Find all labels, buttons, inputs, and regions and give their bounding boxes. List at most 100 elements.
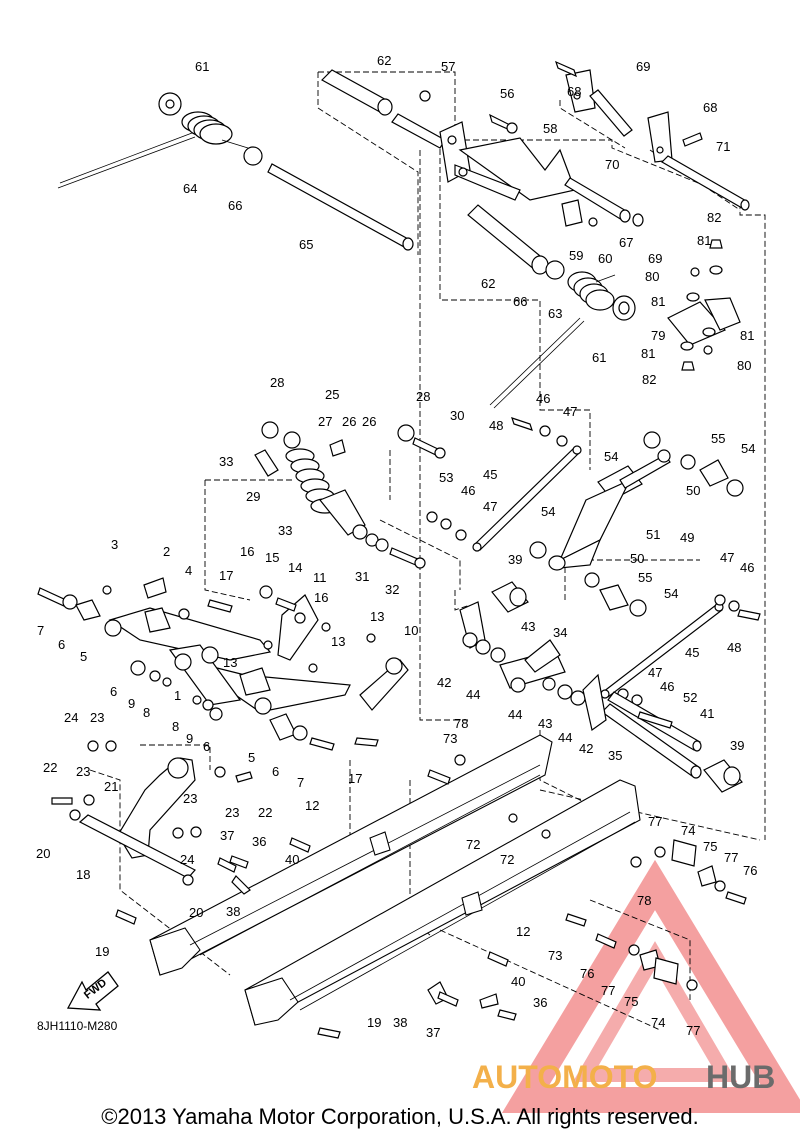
callout: 23 (225, 805, 239, 820)
callout: 52 (683, 690, 697, 705)
callout: 16 (240, 544, 254, 559)
callout: 2 (163, 544, 170, 559)
callout: 73 (548, 948, 562, 963)
slide-rail-right (244, 779, 641, 1026)
callout: 30 (450, 408, 464, 423)
callout: 53 (439, 470, 453, 485)
callout: 6 (203, 739, 210, 754)
callout: 43 (538, 716, 552, 731)
upper-stay-68-70 (565, 69, 673, 163)
link-45-upper (472, 445, 582, 552)
callout: 73 (443, 731, 457, 746)
shock-absorber-51 (548, 449, 671, 571)
callout: 51 (646, 527, 660, 542)
callout: 81 (641, 346, 655, 361)
callout: 17 (348, 771, 362, 786)
callout: 5 (248, 750, 255, 765)
callout: 5 (80, 649, 87, 664)
callout: 77 (724, 850, 738, 865)
callout: 22 (258, 805, 272, 820)
callout: 62 (377, 53, 391, 68)
callout: 13 (370, 609, 384, 624)
callout: 54 (664, 586, 678, 601)
callout: 37 (426, 1025, 440, 1040)
callout: 7 (37, 623, 44, 638)
link-45-lower (600, 602, 724, 699)
callout: 77 (648, 814, 662, 829)
callout: 69 (648, 251, 662, 266)
callout-labels: 61 64 66 65 62 57 56 58 68 69 68 71 70 5… (36, 53, 757, 1040)
callout: 78 (637, 893, 651, 908)
callout: 35 (608, 748, 622, 763)
callout: 65 (299, 237, 313, 252)
rear-torsion-spring (467, 204, 636, 409)
stays-10-11 (277, 594, 409, 711)
callout: 82 (642, 372, 656, 387)
callout: 22 (43, 760, 57, 775)
rear-arm-34 (459, 601, 586, 706)
callout: 8 (172, 719, 179, 734)
callout: 20 (36, 846, 50, 861)
callout: 49 (680, 530, 694, 545)
callout: 61 (195, 59, 209, 74)
callout: 76 (743, 863, 757, 878)
callout: 54 (604, 449, 618, 464)
callout: 31 (355, 569, 369, 584)
shaft-67 (564, 177, 644, 227)
callout: 47 (563, 404, 577, 419)
callout: 55 (711, 431, 725, 446)
collars-54-55-50 (529, 431, 744, 617)
callout: 47 (720, 550, 734, 565)
link-washers-46-47-48 (426, 417, 761, 706)
collars-28-29 (254, 421, 446, 477)
callout: 6 (272, 764, 279, 779)
callout: 10 (404, 623, 418, 638)
callout: 7 (297, 775, 304, 790)
callout: 69 (636, 59, 650, 74)
nut-59-60 (561, 199, 598, 227)
callout: 67 (619, 235, 633, 250)
callout: 24 (64, 710, 78, 725)
drawing-code: 8JH1110-M280 (37, 1019, 118, 1033)
callout: 81 (651, 294, 665, 309)
bushings-31-32 (365, 533, 426, 569)
callout: 19 (95, 944, 109, 959)
callout: 45 (685, 645, 699, 660)
callout: 77 (601, 983, 615, 998)
callout: 45 (483, 467, 497, 482)
callout: 44 (558, 730, 572, 745)
callout: 50 (686, 483, 700, 498)
callout: 42 (437, 675, 451, 690)
callout: 39 (730, 738, 744, 753)
callout: 25 (325, 387, 339, 402)
callout: 27 (318, 414, 332, 429)
callout: 36 (533, 995, 547, 1010)
small-parts-2-17 (102, 577, 376, 673)
shaft-71 (661, 155, 750, 211)
callout: 28 (416, 389, 430, 404)
callout: 6 (58, 637, 65, 652)
callout: 80 (737, 358, 751, 373)
callout: 14 (288, 560, 302, 575)
callout: 33 (219, 454, 233, 469)
callout: 39 (508, 552, 522, 567)
callout: 24 (180, 852, 194, 867)
callout: 3 (111, 537, 118, 552)
callout: 40 (511, 974, 525, 989)
callout: 77 (686, 1023, 700, 1038)
bolt-56 (489, 113, 518, 134)
callout: 8 (143, 705, 150, 720)
shaft-62-top (321, 69, 446, 149)
callout: 50 (630, 551, 644, 566)
bolt-68b (682, 132, 703, 147)
fasteners-20-24 (51, 740, 253, 925)
callout: 72 (466, 837, 480, 852)
callout: 17 (219, 568, 233, 583)
callout: 48 (727, 640, 741, 655)
callout: 66 (513, 294, 527, 309)
callout: 71 (716, 139, 730, 154)
callout: 43 (521, 619, 535, 634)
slide-rail-left (149, 734, 553, 976)
callout: 38 (226, 904, 240, 919)
